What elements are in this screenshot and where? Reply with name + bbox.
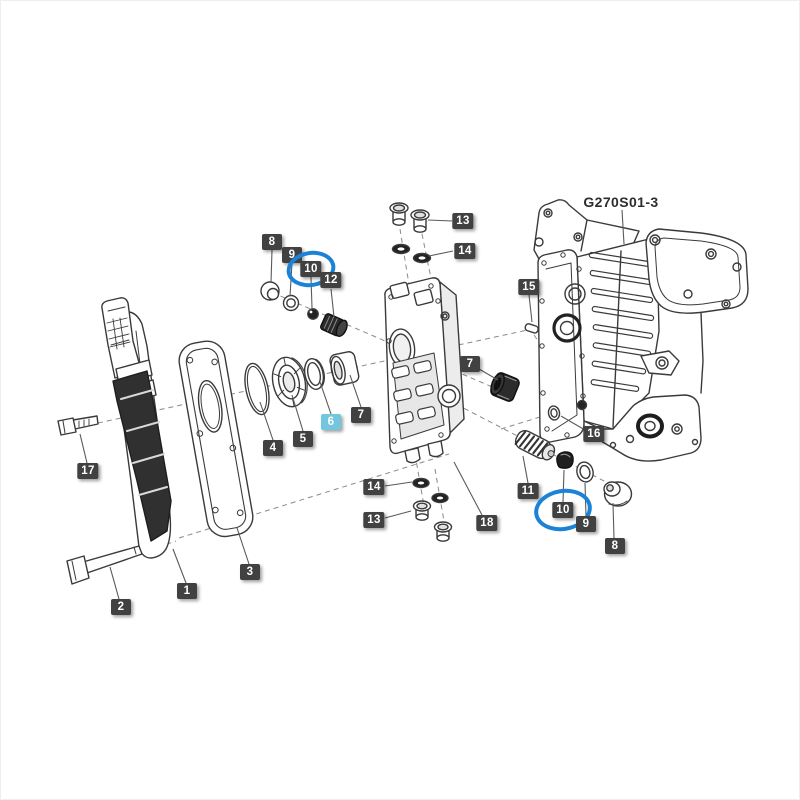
part-badge-9: 9 <box>576 516 596 532</box>
part-10-poppet-bottom <box>556 451 574 469</box>
part-badge-7: 7 <box>460 356 480 372</box>
part-17-bolt <box>57 415 99 436</box>
part-badge-16: 16 <box>583 426 605 442</box>
part-11-spring <box>514 429 556 461</box>
part-5-bearing <box>271 356 308 408</box>
part-14-orings-bottom <box>412 477 449 504</box>
part-badge-3: 3 <box>240 564 260 580</box>
part-badge-13: 13 <box>452 213 474 229</box>
part-badge-1: 1 <box>177 583 197 599</box>
part-9-ring-bottom <box>576 461 594 483</box>
part-badge-9: 9 <box>282 247 302 263</box>
part-13-plugs-top <box>389 202 430 233</box>
leader-lines <box>79 209 625 600</box>
part-badge-12: 12 <box>320 272 342 288</box>
part-badge-14: 14 <box>363 479 385 495</box>
part-13-plugs-bottom <box>412 500 453 542</box>
part-badge-13: 13 <box>363 512 385 528</box>
part-18-valve-plate <box>384 277 465 464</box>
part-1-suction-filter <box>101 297 172 559</box>
part-badge-2: 2 <box>111 599 131 615</box>
part-3-gasket <box>178 340 254 538</box>
part-badge-4: 4 <box>263 440 283 456</box>
part-housing <box>533 199 749 462</box>
part-14-orings-top <box>391 243 432 264</box>
part-badge-10: 10 <box>552 502 574 518</box>
part-badge-5: 5 <box>293 431 313 447</box>
part-badge-8: 8 <box>262 234 282 250</box>
part-7-bushing-left <box>329 351 360 386</box>
part-16-oring <box>547 405 561 421</box>
part-4-oring <box>244 362 270 416</box>
part-6-race-ring <box>303 358 325 390</box>
part-8-plug-top <box>260 281 280 301</box>
part-badge-7: 7 <box>351 407 371 423</box>
part-9-oring-top <box>282 294 300 312</box>
part-10-ball-top <box>307 308 319 320</box>
part-badge-6-highlighted: 6 <box>321 414 341 430</box>
model-code-label: G270S01-3 <box>583 194 659 210</box>
part-badge-17: 17 <box>77 463 99 479</box>
part-2-bolt <box>66 545 143 585</box>
part-badge-10: 10 <box>300 261 322 277</box>
part-badge-11: 11 <box>517 483 539 499</box>
part-12-plug <box>320 313 348 338</box>
part-badge-18: 18 <box>476 515 498 531</box>
part-badge-14: 14 <box>454 243 476 259</box>
part-badge-15: 15 <box>518 279 540 295</box>
part-badge-8: 8 <box>605 538 625 554</box>
part-15-pin <box>524 323 539 334</box>
part-8-plug-bottom <box>603 481 633 507</box>
